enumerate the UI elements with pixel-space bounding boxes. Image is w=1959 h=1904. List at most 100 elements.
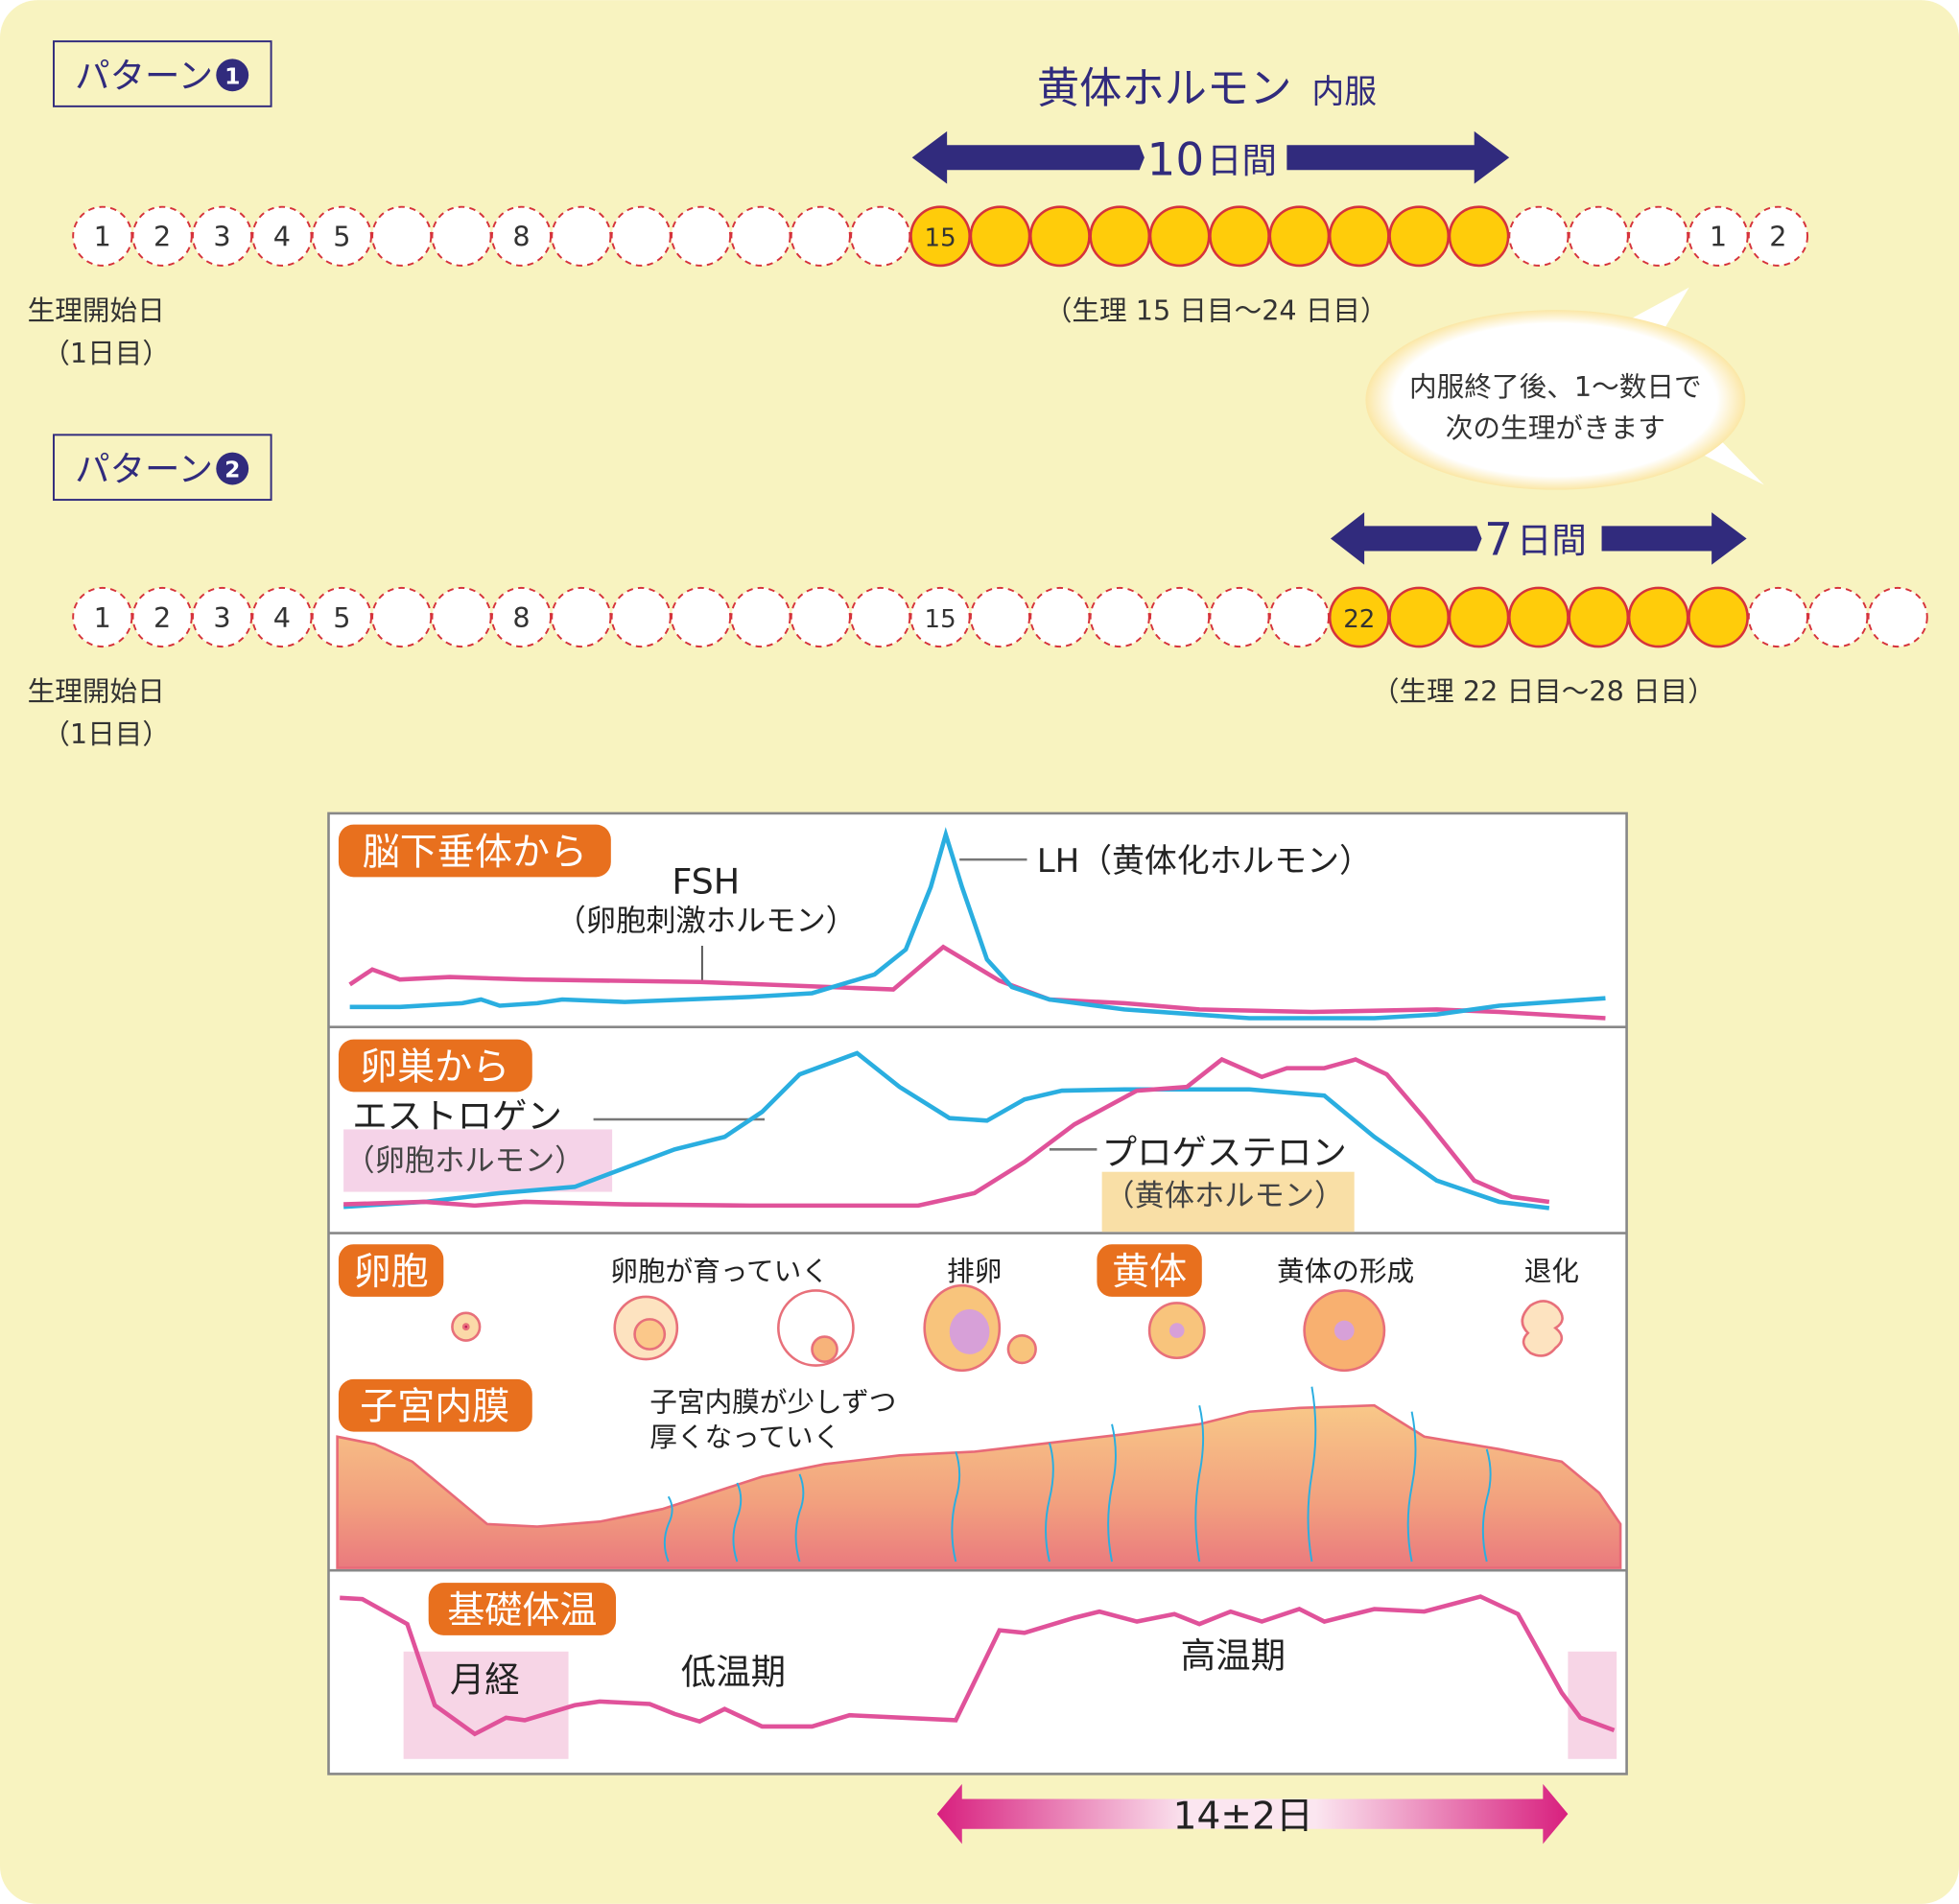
day-circle [1508, 205, 1570, 267]
menses-shade [403, 1651, 569, 1759]
follicle-illustrations [451, 1283, 1564, 1373]
day-circle-medication [1448, 205, 1510, 268]
fsh-label: FSH [672, 860, 740, 902]
high-temp-label: 高温期 [1181, 1635, 1286, 1677]
day-circle-medication [1388, 205, 1451, 268]
tag-pituitary [338, 824, 611, 878]
day-circle [311, 586, 372, 648]
day-circle [131, 205, 193, 267]
progesterone-label: プロゲステロン [1102, 1132, 1347, 1173]
day-number: 5 [333, 601, 350, 634]
day-circle [1029, 586, 1091, 648]
day-circle [610, 205, 672, 267]
day-circle [1089, 586, 1150, 648]
pattern-2-badge [53, 434, 272, 502]
day-circle-medication [1627, 586, 1689, 648]
day-circle [551, 205, 612, 267]
day-circle [490, 205, 553, 267]
low-temp-label: 低温期 [681, 1652, 786, 1693]
day-number: 22 [1343, 605, 1375, 634]
fsh-sub-label: （卵胞刺激ホルモン） [556, 904, 856, 938]
day-circle [1807, 586, 1869, 648]
lh-curve [349, 827, 1606, 1021]
day-circle [909, 586, 971, 648]
day-circle [671, 586, 732, 648]
endometrium-note-2: 厚くなっていく [649, 1421, 840, 1453]
day-circle [1149, 586, 1211, 648]
day-circle [790, 205, 851, 267]
day-number: 3 [213, 601, 230, 634]
cycle-diagram: 脳下垂体から FSH （卵胞刺激ホルモン） LH（黄体化ホルモン） 卵巣から エ… [327, 811, 1628, 1775]
tag-follicle-label: 卵胞 [354, 1251, 429, 1294]
day-circle [371, 205, 433, 267]
day-circle [191, 586, 253, 648]
day-circle [610, 586, 672, 648]
tag-endometrium [338, 1378, 532, 1432]
day-circle-medication [1148, 205, 1211, 268]
day-circle [1268, 586, 1330, 648]
day-circle-medication [1448, 586, 1510, 648]
day-circle-medication [1688, 586, 1749, 648]
pattern-2-number: 2 [224, 457, 240, 483]
day-circle-medication [1508, 586, 1570, 648]
day-circle [850, 586, 911, 648]
tag-ovary-label: 卵巣から [360, 1046, 509, 1089]
duration-7: 7 [1484, 513, 1513, 566]
day-circle-medication [1268, 205, 1331, 268]
start-label-2: 生理開始日 [28, 675, 165, 708]
pattern-1-badge [53, 40, 272, 107]
ovulation-label: 排卵 [947, 1255, 1002, 1287]
day-circle [72, 205, 133, 267]
tag-ovary [338, 1039, 532, 1093]
day-circle [1747, 586, 1809, 648]
day-circle [191, 205, 253, 267]
duration-10: 10 [1147, 133, 1205, 186]
bubble-line-1: 内服終了後、1〜数日で [1409, 370, 1702, 403]
tag-pituitary-label: 脳下垂体から [363, 831, 587, 874]
day-number: 1 [94, 221, 111, 253]
progesterone-curve [343, 1056, 1550, 1209]
day-number: 15 [925, 605, 956, 634]
day-circle [1688, 205, 1749, 267]
day-circle [131, 586, 193, 648]
arrow-7-days [1330, 512, 1747, 565]
day-number: 1 [94, 601, 111, 634]
day-number: 2 [153, 601, 171, 634]
tag-endometrium-label: 子宮内膜 [360, 1386, 509, 1429]
endometrium-note-1: 子宮内膜が少しずつ [649, 1386, 896, 1419]
day-circle [311, 205, 372, 267]
day-circle [1747, 205, 1809, 267]
day-number: 4 [273, 221, 291, 253]
day-number: 3 [213, 221, 230, 253]
pattern-2-label: パターン [75, 449, 213, 490]
day-circle [72, 586, 133, 648]
tag-bbt [428, 1583, 617, 1635]
range-label-1: （生理 15 日目〜24 日目） [1045, 294, 1388, 327]
luteal-span-arrow: 14±2日 [936, 1783, 1569, 1845]
range-label-2: （生理 22 日目〜28 日目） [1372, 675, 1715, 708]
day-circle [850, 205, 911, 267]
follicle-growing-label: 卵胞が育っていく [610, 1255, 829, 1287]
day-circle [251, 586, 313, 648]
number-1-icon [216, 59, 249, 92]
day-circle-medication [1328, 205, 1390, 268]
day-number: 1 [1710, 221, 1727, 253]
day-number: 4 [273, 601, 291, 634]
hormone-title-suffix: 内服 [1311, 73, 1377, 110]
day-circle [251, 205, 313, 267]
day-circle [1209, 586, 1270, 648]
tag-bbt-label: 基礎体温 [447, 1589, 597, 1633]
day-circle-medication [1209, 205, 1270, 268]
day-circle [730, 205, 791, 267]
blood-vessels [663, 1386, 1492, 1563]
day-circle [431, 586, 492, 648]
tag-corpus-luteum-label: 黄体 [1112, 1251, 1187, 1294]
lh-label: LH（黄体化ホルモン） [1037, 842, 1372, 880]
duration-7-unit: 日間 [1517, 520, 1587, 561]
start-sub-1: （1日目） [42, 337, 170, 369]
day-circle-medication [1028, 205, 1091, 268]
menses-label: 月経 [450, 1658, 520, 1700]
